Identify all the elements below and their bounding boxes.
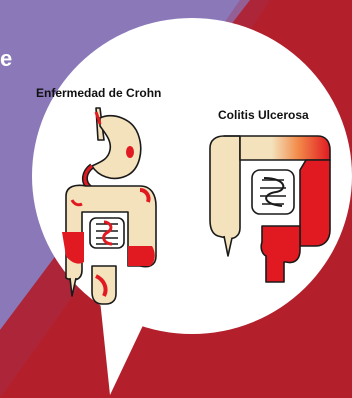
crohn-label: Enfermedad de Crohn [36,86,161,100]
colitis-label: Colitis Ulcerosa [218,108,309,122]
partial-edge-text: e [0,46,12,72]
